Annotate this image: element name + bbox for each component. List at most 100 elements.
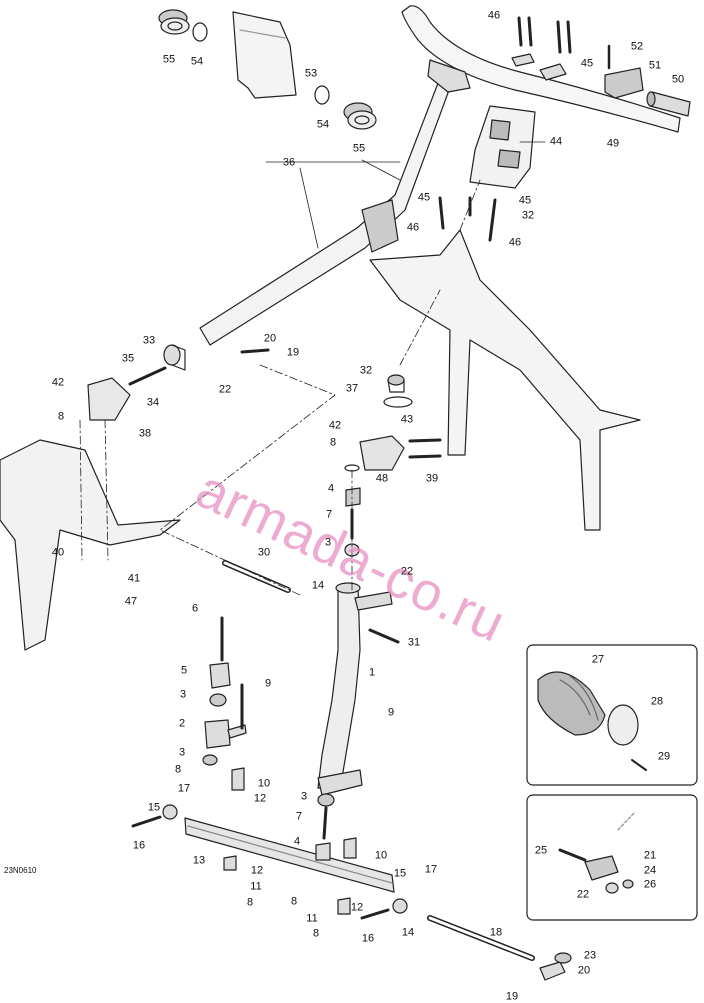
callout-54: 54 <box>190 55 204 68</box>
riser-44 <box>469 105 536 189</box>
callout-1: 1 <box>368 666 376 679</box>
callout-8: 8 <box>57 410 65 423</box>
callout-36: 36 <box>282 156 296 169</box>
pivot-arm-2-stack <box>202 616 247 766</box>
callout-12: 12 <box>350 901 364 914</box>
callout-9: 9 <box>264 677 272 690</box>
handlebar-49 <box>401 5 681 133</box>
callout-49: 49 <box>606 137 620 150</box>
callout-10: 10 <box>257 777 271 790</box>
inset-boot <box>526 644 698 786</box>
callout-24: 24 <box>643 864 657 877</box>
callout-31: 31 <box>407 636 421 649</box>
callout-45: 45 <box>518 194 532 207</box>
tie-rod-end-20 <box>539 952 572 981</box>
bushing-32-37 <box>383 374 413 408</box>
callout-29: 29 <box>657 750 671 763</box>
bolt-31 <box>368 628 400 644</box>
callout-17: 17 <box>424 863 438 876</box>
callout-5: 5 <box>180 664 188 677</box>
callout-16: 16 <box>132 839 146 852</box>
callout-2: 2 <box>178 717 186 730</box>
steering-shaft-1 <box>317 585 361 791</box>
callout-37: 37 <box>345 382 359 395</box>
callout-32: 32 <box>521 209 535 222</box>
callout-34: 34 <box>146 396 160 409</box>
callout-23: 23 <box>583 949 597 962</box>
callout-9: 9 <box>387 706 395 719</box>
callout-39: 39 <box>425 472 439 485</box>
callout-8: 8 <box>329 436 337 449</box>
callout-48: 48 <box>375 472 389 485</box>
callout-15: 15 <box>393 867 407 880</box>
riser-bolts <box>438 196 497 242</box>
callout-3: 3 <box>324 536 332 549</box>
clamp-bolts-46-45 <box>511 16 572 81</box>
callout-7: 7 <box>325 508 333 521</box>
seal-55-top <box>158 9 190 35</box>
callout-38: 38 <box>138 427 152 440</box>
callout-12: 12 <box>253 792 267 805</box>
bracket-38 <box>87 377 131 421</box>
callout-47: 47 <box>124 595 138 608</box>
callout-19: 19 <box>286 346 300 359</box>
callout-21: 21 <box>643 849 657 862</box>
callout-46: 46 <box>508 236 522 249</box>
callout-10: 10 <box>374 849 388 862</box>
callout-42: 42 <box>328 419 342 432</box>
callout-50: 50 <box>671 73 685 86</box>
callout-4: 4 <box>327 482 335 495</box>
callout-7: 7 <box>295 810 303 823</box>
callout-22: 22 <box>218 383 232 396</box>
callout-13: 13 <box>192 854 206 867</box>
o-ring-54-low <box>314 85 330 105</box>
cover-plate-53 <box>232 11 297 99</box>
bearing-block-48 <box>359 435 405 471</box>
callout-46: 46 <box>487 9 501 22</box>
callout-8: 8 <box>290 895 298 908</box>
inset-tie-rod-end <box>526 794 698 921</box>
callout-8: 8 <box>174 763 182 776</box>
callout-11: 11 <box>306 912 318 925</box>
callout-8: 8 <box>246 896 254 909</box>
callout-20: 20 <box>263 332 277 345</box>
bolt-20 <box>240 348 270 354</box>
centre-lines <box>79 179 481 596</box>
callout-3: 3 <box>179 688 187 701</box>
diagram-reference: 23N0610 <box>4 866 37 875</box>
callout-4: 4 <box>293 835 301 848</box>
callout-52: 52 <box>630 40 644 53</box>
callout-14: 14 <box>401 926 415 939</box>
callout-43: 43 <box>400 413 414 426</box>
callout-26: 26 <box>643 878 657 891</box>
callout-45: 45 <box>417 191 431 204</box>
callout-55: 55 <box>352 142 366 155</box>
callout-27: 27 <box>591 653 605 666</box>
callout-25: 25 <box>534 844 548 857</box>
o-ring-54-top <box>192 22 208 42</box>
callout-42: 42 <box>51 376 65 389</box>
callout-40: 40 <box>51 546 65 559</box>
bushing-33 <box>163 344 186 371</box>
bolts-39-43 <box>408 438 442 459</box>
callout-19: 19 <box>505 990 519 1003</box>
callout-54: 54 <box>316 118 330 131</box>
callout-51: 51 <box>648 59 662 72</box>
callout-32: 32 <box>359 364 373 377</box>
callout-53: 53 <box>304 67 318 80</box>
callout-35: 35 <box>121 352 135 365</box>
boot-27 <box>537 671 606 736</box>
callout-15: 15 <box>147 801 161 814</box>
callout-16: 16 <box>361 932 375 945</box>
frame-left <box>0 439 181 651</box>
callout-22: 22 <box>576 888 590 901</box>
callout-46: 46 <box>406 221 420 234</box>
callout-17: 17 <box>177 782 191 795</box>
frame-right <box>369 229 641 531</box>
ball-joint-24 <box>558 811 636 894</box>
callout-11: 11 <box>250 880 262 893</box>
leader-lines <box>265 141 546 249</box>
callout-22: 22 <box>400 565 414 578</box>
callout-44: 44 <box>549 135 563 148</box>
